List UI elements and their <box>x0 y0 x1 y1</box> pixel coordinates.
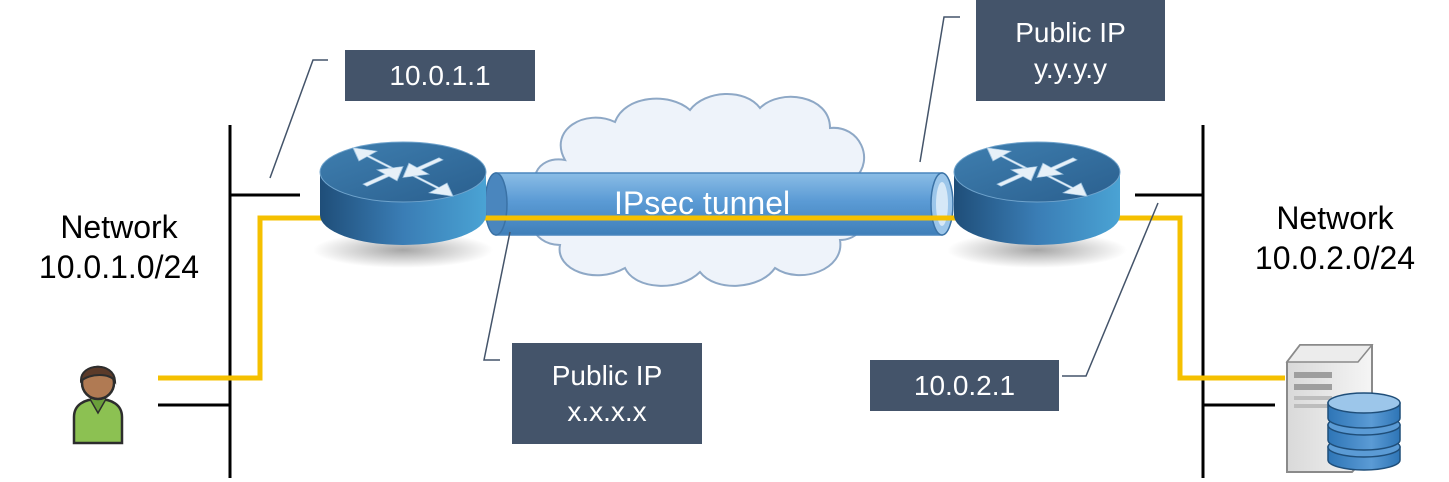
callout-lines <box>269 16 1159 377</box>
user-icon <box>72 365 124 445</box>
left-public-ip-value: x.x.x.x <box>567 395 647 427</box>
left-public-ip-label: Public IP x.x.x.x <box>512 343 702 444</box>
left-public-ip-callout <box>483 231 511 361</box>
right-router-ip: 10.0.2.1 <box>913 369 1016 401</box>
right-public-ip-callout <box>919 16 960 163</box>
left-public-ip-title: Public IP <box>551 359 663 391</box>
right-router-ip-callout <box>1062 202 1159 377</box>
right-public-ip-value: y.y.y.y <box>1033 52 1108 84</box>
left-router-ip-label: 10.0.1.1 <box>345 50 535 101</box>
left-router-ip: 10.0.1.1 <box>389 59 491 91</box>
right-public-ip-title: Public IP <box>1015 16 1126 48</box>
server-database-icon <box>1285 344 1401 473</box>
traffic-path <box>158 215 1285 381</box>
right-public-ip-label: Public IP y.y.y.y <box>976 0 1165 101</box>
right-router-icon <box>947 141 1127 268</box>
left-router-ip-callout <box>269 59 328 179</box>
right-network-label: Network 10.0.2.0/24 <box>1225 198 1445 278</box>
left-network-cidr: 10.0.1.0/24 <box>38 249 200 285</box>
right-network-title: Network <box>1276 200 1394 236</box>
left-network-segment <box>158 125 300 478</box>
left-router-icon <box>313 141 493 268</box>
left-network-label: Network 10.0.1.0/24 <box>14 207 224 287</box>
left-network-title: Network <box>60 209 178 245</box>
right-network-segment <box>1135 125 1275 478</box>
tunnel-label: IPsec tunnel <box>614 185 791 221</box>
right-router-ip-label: 10.0.2.1 <box>870 360 1059 411</box>
right-network-cidr: 10.0.2.0/24 <box>1254 240 1416 276</box>
